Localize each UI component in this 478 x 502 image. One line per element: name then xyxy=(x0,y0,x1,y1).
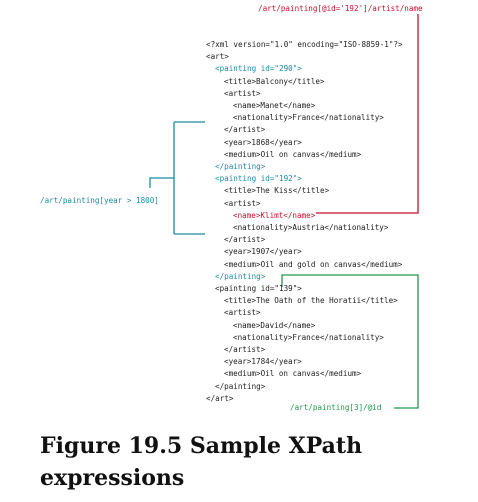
xpath-top-right: /art/painting[@id='192']/artist/name xyxy=(258,4,423,13)
xml-line: </artist> xyxy=(224,235,266,245)
xml-line: <painting id="192"> xyxy=(215,174,302,184)
xml-line: <name>Manet</name> xyxy=(233,101,316,111)
green-connector xyxy=(281,274,419,409)
xml-line: <nationality>Austria</nationality> xyxy=(233,223,389,233)
xml-line: <?xml version="1.0" encoding="ISO-8859-1… xyxy=(206,40,403,49)
figure-caption: Figure 19.5 Sample XPath expressions xyxy=(40,433,363,491)
xml-line: <medium>Oil and gold on canvas</medium> xyxy=(224,259,403,269)
xpath-left: /art/painting[year > 1800] xyxy=(40,196,159,205)
xml-line: </art> xyxy=(206,393,234,403)
xml-line: <name>David</name> xyxy=(233,320,316,330)
xml-line: </painting> xyxy=(215,271,266,281)
xml-line: </artist> xyxy=(224,345,266,355)
teal-bracket-connector xyxy=(149,121,205,235)
xml-line: <painting id="290"> xyxy=(215,64,302,74)
xml-line: <art> xyxy=(206,52,229,62)
xml-line: </painting> xyxy=(215,162,266,172)
xml-line: <nationality>France</nationality> xyxy=(233,332,384,342)
xml-line: <year>1784</year> xyxy=(224,357,302,367)
xml-line: <artist> xyxy=(224,88,261,98)
xml-line: <medium>Oil on canvas</medium> xyxy=(224,149,362,159)
xml-line: <year>1868</year> xyxy=(224,137,302,147)
xpath-bottom-right: /art/painting[3]/@id xyxy=(290,403,382,412)
xml-line: <title>The Oath of the Horatii</title> xyxy=(224,296,398,306)
xml-line: <nationality>France</nationality> xyxy=(233,113,384,123)
xml-code-block: <?xml version="1.0" encoding="ISO-8859-1… xyxy=(206,39,403,405)
xml-line: </painting> xyxy=(215,381,266,391)
red-connector xyxy=(316,14,419,214)
xml-line: </artist> xyxy=(224,125,266,135)
xml-line: <name>Klimt</name> xyxy=(233,210,316,220)
xml-line: <medium>Oil on canvas</medium> xyxy=(224,369,362,379)
xml-line: <year>1907</year> xyxy=(224,247,302,257)
xml-line: <painting id="139"> xyxy=(215,284,302,294)
xml-line: <artist> xyxy=(224,308,261,318)
xml-line: <artist> xyxy=(224,198,261,208)
xml-line: <title>The Kiss</title> xyxy=(224,186,330,196)
xml-line: <title>Balcony</title> xyxy=(224,76,325,86)
